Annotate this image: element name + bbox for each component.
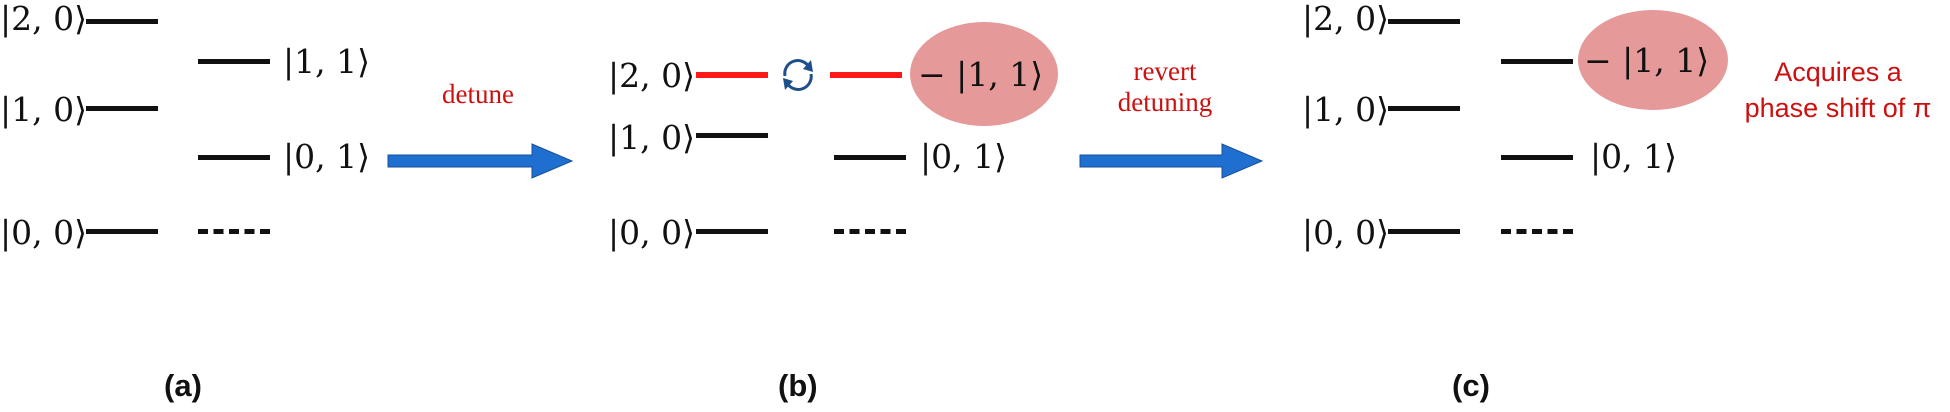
level-0-1 bbox=[834, 155, 906, 160]
level-2-0 bbox=[86, 19, 158, 24]
ket-2-0: |2, 0⟩ bbox=[608, 56, 695, 95]
phase-shift-note-line-1: Acquires a bbox=[1774, 57, 1902, 87]
level-1-1-coupled bbox=[830, 72, 902, 78]
level-0-0 bbox=[86, 229, 158, 234]
highlight-ellipse bbox=[1578, 10, 1728, 110]
ket-1-0: |1, 0⟩ bbox=[1302, 90, 1389, 129]
ket-2-0: |2, 0⟩ bbox=[0, 0, 87, 38]
level-0-1 bbox=[198, 155, 270, 160]
ket-0-1: |0, 1⟩ bbox=[283, 137, 370, 176]
ket-1-1-negative: − |1, 1⟩ bbox=[1584, 41, 1710, 80]
level-1-0 bbox=[696, 133, 768, 138]
highlight-ellipse bbox=[910, 22, 1058, 126]
phase-shift-note-line-2: phase shift of π bbox=[1744, 93, 1932, 124]
level-0-0 bbox=[1388, 229, 1460, 234]
arrow-label-line-2: detuning bbox=[1117, 87, 1213, 118]
right-arrow-icon bbox=[1079, 143, 1264, 179]
level-0-2-dashed bbox=[834, 229, 906, 234]
arrow-label-line-1: revert bbox=[1133, 56, 1197, 86]
ket-1-0: |1, 0⟩ bbox=[0, 90, 87, 129]
level-1-1 bbox=[1501, 59, 1573, 64]
phase-shift-note: Acquires a phase shift of π bbox=[1730, 54, 1946, 127]
ket-0-0: |0, 0⟩ bbox=[1302, 213, 1389, 252]
level-0-2-dashed bbox=[1501, 229, 1573, 234]
level-1-0 bbox=[1388, 106, 1460, 111]
level-1-1 bbox=[198, 59, 270, 64]
panel-label-b: (b) bbox=[778, 368, 818, 403]
arrow-label-revert-detuning: revert detuning bbox=[1090, 56, 1240, 118]
ket-0-0: |0, 0⟩ bbox=[608, 213, 695, 252]
level-1-0 bbox=[86, 106, 158, 111]
ket-1-0: |1, 0⟩ bbox=[608, 118, 695, 157]
panel-label-a: (a) bbox=[164, 368, 202, 403]
level-2-0 bbox=[1388, 19, 1460, 24]
right-arrow-icon bbox=[387, 143, 574, 179]
level-0-0 bbox=[696, 229, 768, 234]
ket-1-1: |1, 1⟩ bbox=[283, 42, 370, 81]
level-0-2-dashed bbox=[198, 229, 270, 234]
ket-0-1: |0, 1⟩ bbox=[920, 137, 1007, 176]
ket-0-1: |0, 1⟩ bbox=[1590, 137, 1677, 176]
ket-0-0: |0, 0⟩ bbox=[0, 213, 87, 252]
panel-label-c: (c) bbox=[1452, 368, 1490, 403]
arrow-label-detune: detune bbox=[442, 79, 514, 109]
level-0-1 bbox=[1501, 155, 1573, 160]
ket-2-0: |2, 0⟩ bbox=[1302, 0, 1389, 38]
level-2-0-coupled bbox=[696, 72, 768, 78]
ket-1-1-negative: − |1, 1⟩ bbox=[918, 55, 1044, 94]
cycle-arrows-icon bbox=[783, 59, 813, 91]
